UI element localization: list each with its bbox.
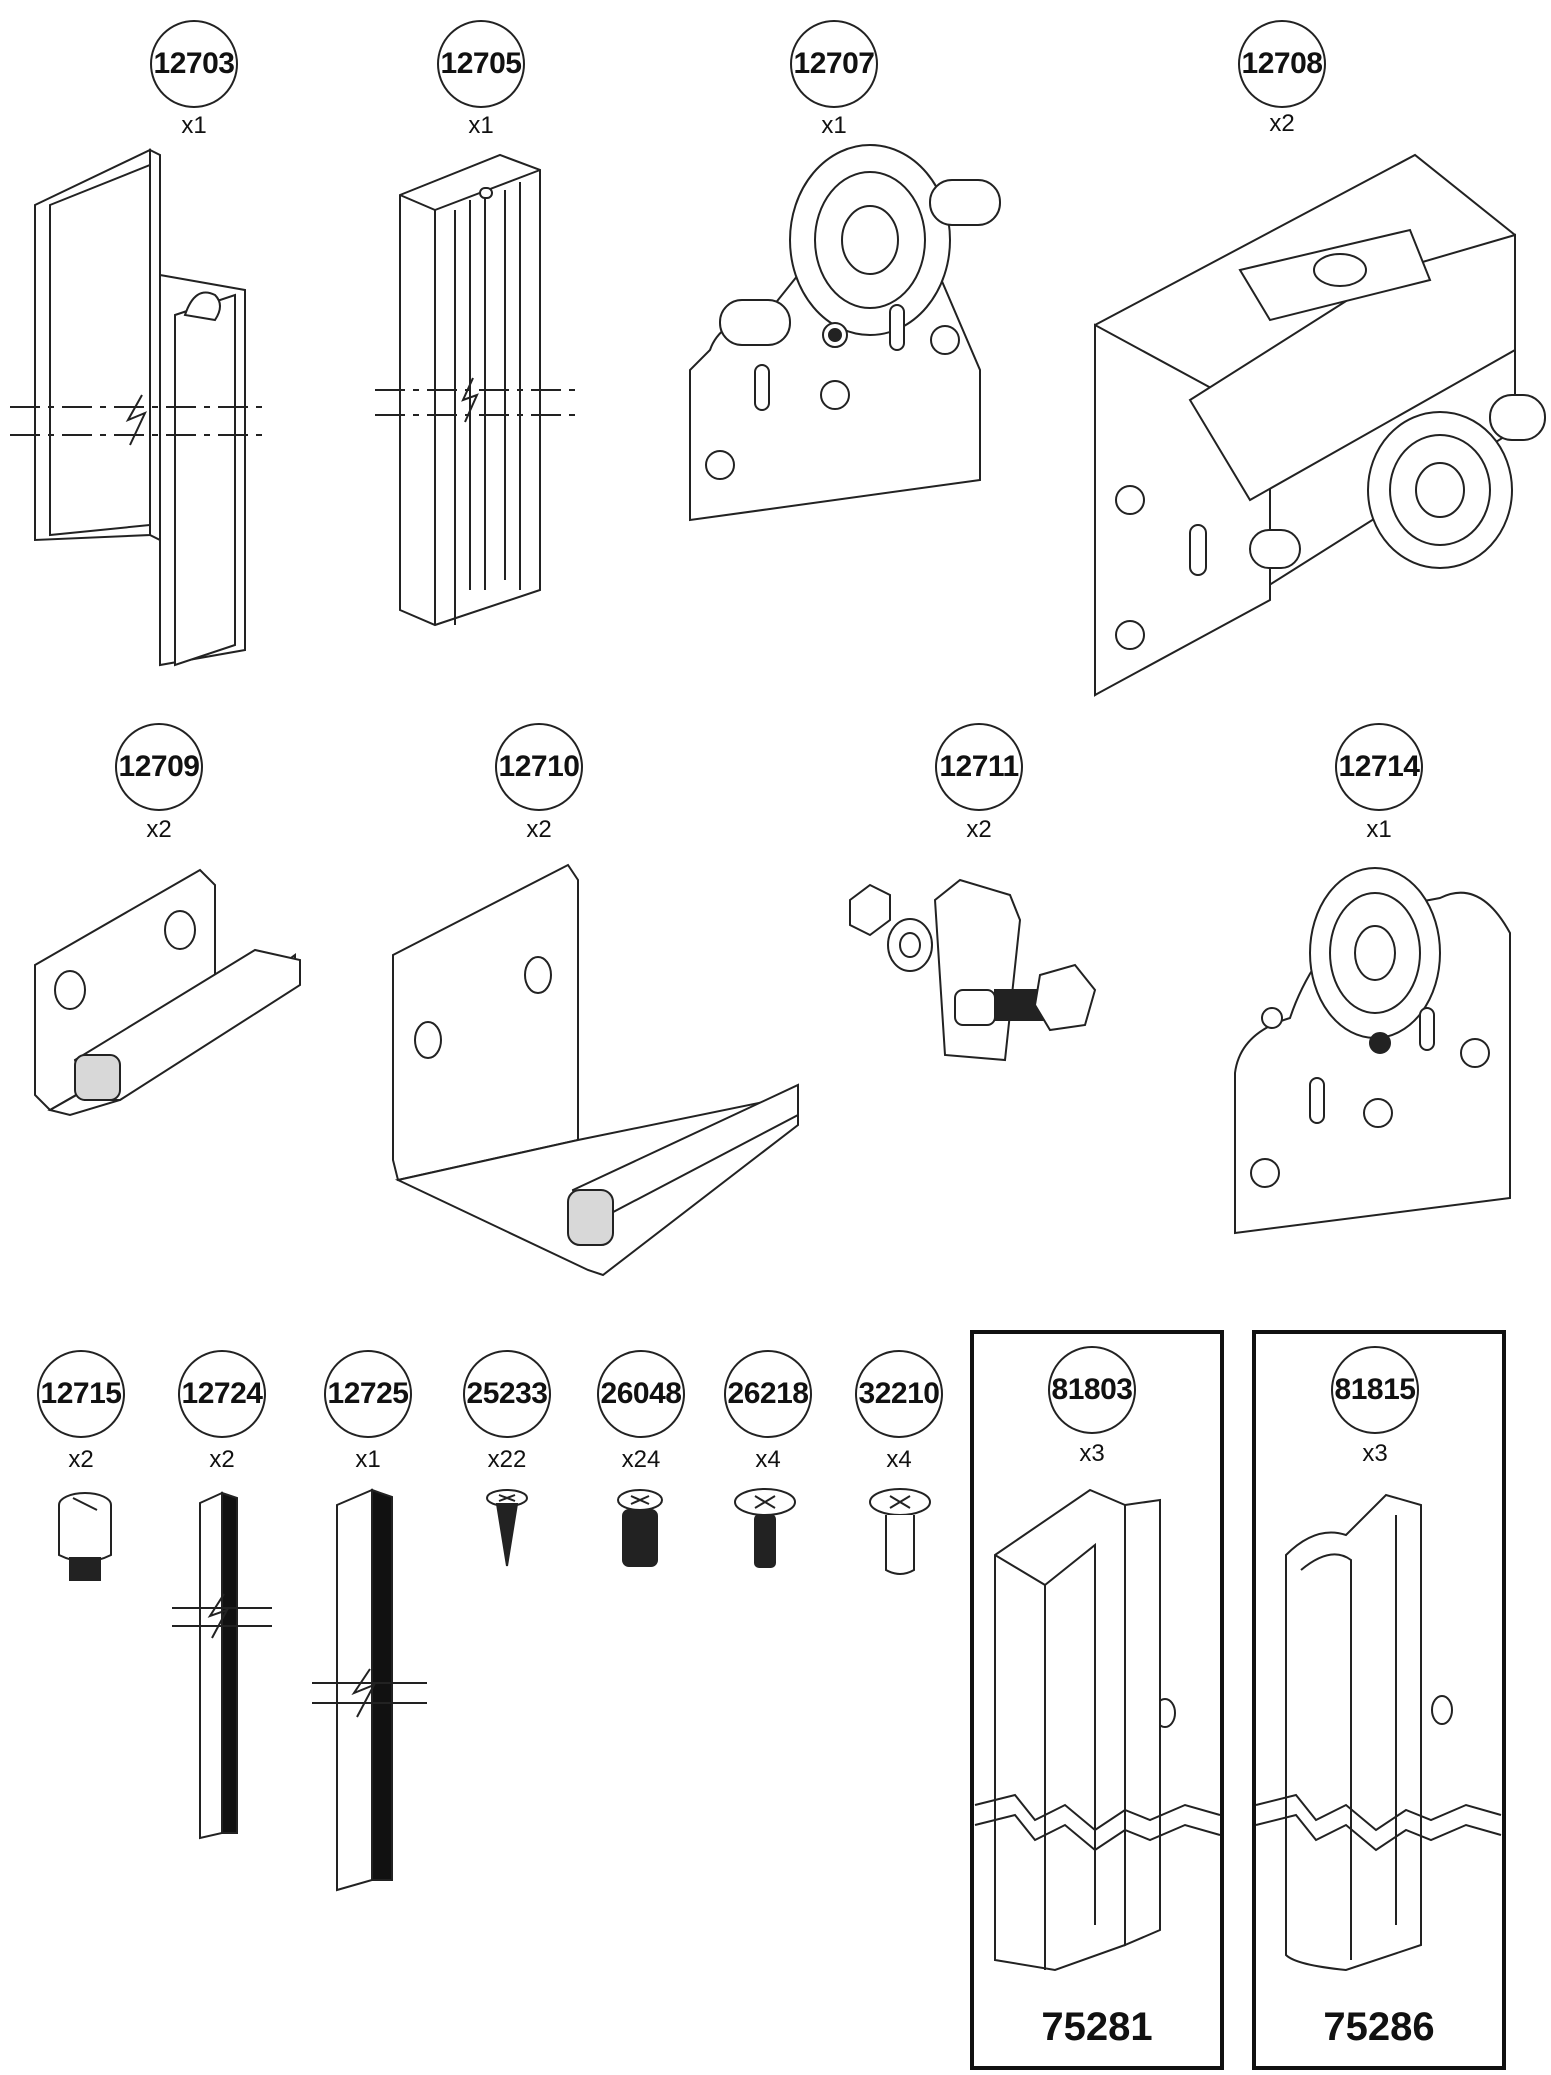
part-number-badge: 26218 — [724, 1350, 812, 1438]
part-number-badge: 26048 — [597, 1350, 685, 1438]
machine-screw-drawing — [733, 1488, 798, 1570]
part-number-badge: 12715 — [37, 1350, 125, 1438]
part-number-badge: 81803 — [1048, 1346, 1136, 1434]
handle-profile-drawing — [1256, 1485, 1501, 1975]
roller-hanger-drawing — [1230, 858, 1520, 1238]
large-roller-hanger-drawing — [1090, 150, 1550, 700]
part-number-badge: 25233 — [463, 1350, 551, 1438]
part-number-badge: 81815 — [1331, 1346, 1419, 1434]
kit-label: 75286 — [1323, 2005, 1435, 2049]
part-quantity: x1 — [468, 112, 494, 139]
part-number-badge: 12710 — [495, 723, 583, 811]
kit-box-75281: 75281 — [970, 1330, 1224, 2070]
clamp-assembly-drawing — [845, 860, 1100, 1070]
part-quantity: x2 — [1269, 110, 1295, 137]
pivot-pin-drawing — [55, 1490, 115, 1585]
part-number-badge: 12709 — [115, 723, 203, 811]
part-quantity: x3 — [1079, 1440, 1105, 1467]
part-quantity: x4 — [886, 1446, 912, 1473]
part-quantity: x2 — [526, 816, 552, 843]
part-quantity: x2 — [966, 816, 992, 843]
part-number-badge: 32210 — [855, 1350, 943, 1438]
part-quantity: x1 — [181, 112, 207, 139]
part-quantity: x2 — [209, 1446, 235, 1473]
guide-bracket-drawing — [30, 865, 305, 1125]
part-quantity: x2 — [68, 1446, 94, 1473]
part-number-badge: 12725 — [324, 1350, 412, 1438]
track-profile-drawing — [375, 150, 575, 630]
roller-bracket-drawing — [680, 140, 1040, 530]
part-quantity: x4 — [755, 1446, 781, 1473]
part-quantity: x2 — [146, 816, 172, 843]
part-number-badge: 12724 — [178, 1350, 266, 1438]
part-quantity: x1 — [355, 1446, 381, 1473]
part-quantity: x24 — [621, 1446, 661, 1473]
part-quantity: x1 — [821, 112, 847, 139]
euro-screw-drawing — [615, 1488, 665, 1570]
part-number-badge: 12705 — [437, 20, 525, 108]
floor-guide-drawing — [388, 860, 808, 1280]
part-number-badge: 12711 — [935, 723, 1023, 811]
part-quantity: x22 — [487, 1446, 527, 1473]
channel-profile-drawing — [10, 145, 270, 675]
kit-label: 75281 — [1041, 2005, 1153, 2049]
part-number-badge: 12707 — [790, 20, 878, 108]
brush-strip-drawing — [172, 1488, 272, 1848]
part-number-badge: 12714 — [1335, 723, 1423, 811]
part-number-badge: 12703 — [150, 20, 238, 108]
part-quantity: x3 — [1362, 1440, 1388, 1467]
kit-box-75286: 75286 — [1252, 1330, 1506, 2070]
part-quantity: x1 — [1366, 816, 1392, 843]
door-profile-drawing — [975, 1485, 1220, 1975]
wood-screw-drawing — [485, 1488, 530, 1570]
brush-strip-long-drawing — [312, 1485, 427, 1895]
connector-sleeve-drawing — [868, 1488, 933, 1578]
part-number-badge: 12708 — [1238, 20, 1326, 108]
